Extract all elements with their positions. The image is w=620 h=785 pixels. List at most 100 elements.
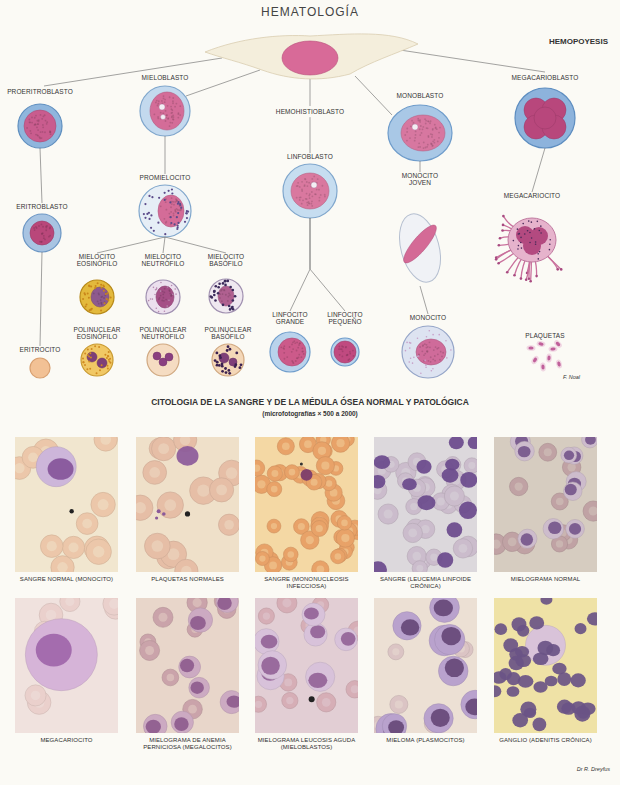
granule (186, 217, 188, 219)
granule (89, 368, 91, 370)
red-cell-center (98, 499, 109, 510)
chromatin (347, 354, 349, 356)
chromatin (176, 199, 178, 201)
granule (450, 349, 452, 351)
cell-cytoplasm (461, 690, 477, 719)
granule (143, 213, 145, 215)
red-cell-center (316, 525, 323, 532)
red-cell (255, 552, 269, 566)
granule (217, 286, 220, 289)
young-monocyte-drawing (393, 209, 448, 286)
chromatin (292, 362, 294, 364)
red-cell-center (31, 691, 40, 700)
platelet-bud (499, 237, 502, 240)
red-cell-center (15, 463, 25, 473)
chromatin (161, 300, 163, 302)
red-cell-center (392, 648, 399, 655)
cell-nucleus (174, 717, 188, 731)
red-cell-center (284, 679, 292, 687)
chromatin (177, 113, 179, 115)
granule (158, 197, 160, 199)
text-label: Dr R. Dreyfus (535, 766, 610, 772)
granule (229, 348, 232, 351)
chromatin (438, 132, 440, 134)
granule (229, 286, 232, 289)
granule (240, 363, 243, 366)
chromatin (172, 102, 174, 104)
red-cell-center (152, 540, 164, 552)
nucleus (156, 286, 174, 308)
granule (185, 212, 187, 214)
chromatin (413, 122, 415, 124)
chromatin (295, 360, 297, 362)
panel-caption: PLAQUETAS NORMALES (133, 576, 243, 583)
chromatin (224, 290, 226, 292)
chromatin (174, 201, 176, 203)
cytoplasm (140, 86, 190, 136)
micrograph (374, 437, 477, 572)
red-cell-center (341, 520, 348, 527)
chromatin (171, 203, 173, 205)
chromatin (433, 139, 435, 141)
chromatin (309, 193, 311, 195)
granule (215, 351, 218, 354)
text-label: CITOLOGIA DE LA SANGRE Y DE LA MÉDULA ÓS… (0, 398, 620, 408)
platelet-bud (525, 278, 528, 281)
granule (214, 359, 217, 362)
nucleus-lobe (229, 358, 237, 366)
red-cell-center (226, 467, 238, 479)
red-cell-center (351, 685, 358, 693)
lineage-connector (40, 252, 42, 346)
chromatin (296, 185, 298, 187)
chromatin (173, 201, 175, 203)
cell-nucleus (190, 616, 206, 630)
granule (88, 297, 90, 299)
red-cell-center (430, 554, 437, 561)
granule (222, 282, 225, 285)
cell-nucleus (569, 523, 581, 535)
chromatin (432, 140, 434, 142)
chromatin (319, 197, 321, 199)
micrograph-panel: MIELOMA (PLASMOCITOS) (371, 598, 481, 744)
chromatin (291, 351, 293, 353)
chromatin (430, 142, 432, 144)
red-cell-center (316, 565, 324, 572)
chromatin (283, 345, 285, 347)
cell-nucleus (521, 533, 533, 545)
chromatin (165, 201, 167, 203)
red-cell (144, 533, 170, 559)
red-cell (136, 495, 153, 520)
granule (186, 212, 188, 214)
granule (88, 285, 90, 287)
chromatin (427, 360, 429, 362)
chromatin (311, 195, 313, 197)
red-cell (509, 477, 527, 495)
granule (445, 340, 447, 342)
cell-nucleus (587, 612, 597, 625)
red-cell-center (556, 540, 563, 547)
red-cell-center (257, 480, 265, 488)
granule (100, 287, 102, 289)
micrograph (494, 598, 597, 733)
cytoplasm (147, 344, 179, 376)
chromatin (170, 294, 172, 296)
platelet-bud (502, 224, 505, 227)
granule (227, 369, 230, 372)
cell-cytoplasm (424, 704, 453, 733)
chromatin (169, 122, 171, 124)
red-cell (62, 536, 84, 558)
micrograph (136, 437, 239, 572)
cytoplasm (146, 280, 180, 314)
micrograph (136, 598, 239, 733)
chromatin (433, 349, 435, 351)
micrograph-panel: MIELOGRAMA NORMAL (491, 437, 601, 583)
lineage-connector (163, 237, 165, 253)
chromatin (227, 300, 229, 302)
granule (97, 282, 99, 284)
granule (540, 232, 542, 234)
granule (150, 298, 152, 300)
granule (99, 369, 101, 371)
chromatin (315, 193, 317, 195)
granule (91, 348, 93, 350)
cell-label: ERITROBLASTO (12, 203, 72, 210)
